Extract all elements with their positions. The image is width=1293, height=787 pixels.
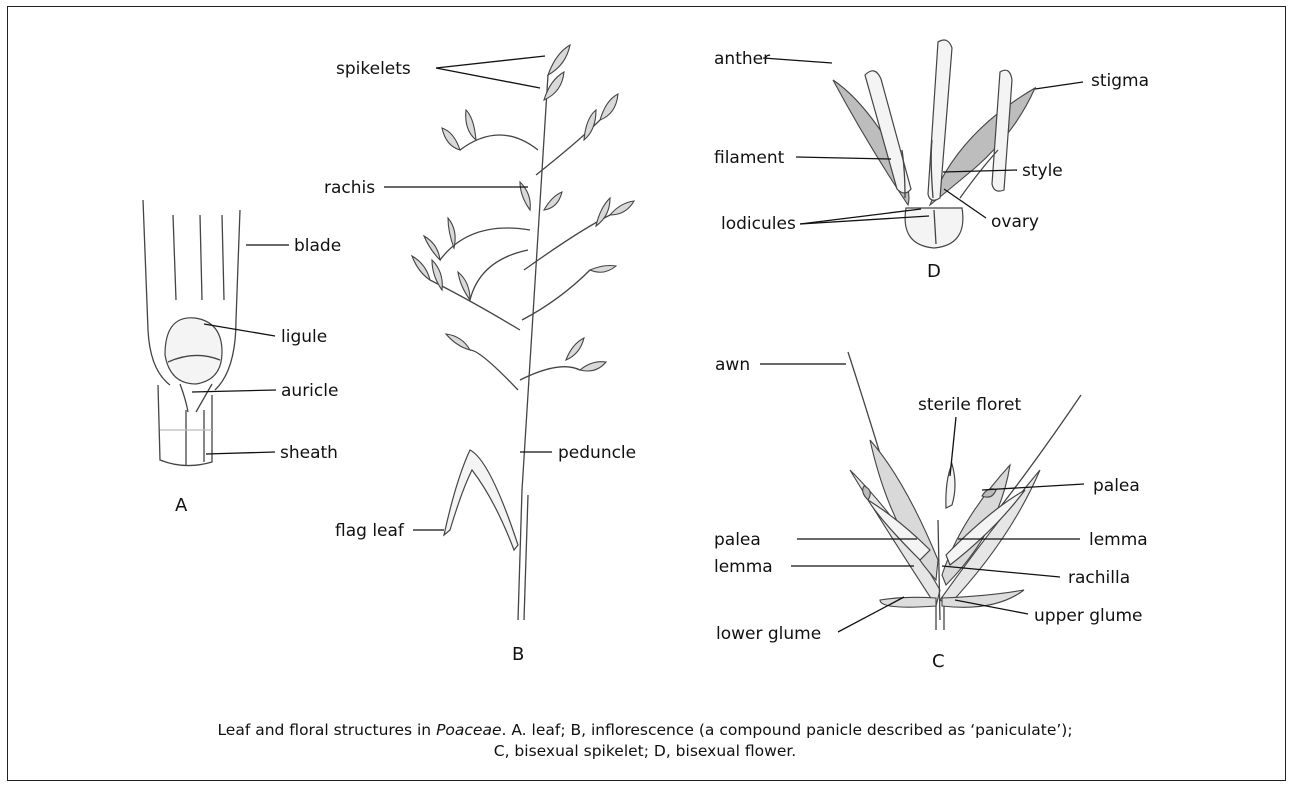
label-ligule: ligule [281,327,327,347]
label-ovary: ovary [991,212,1039,232]
label-rachis: rachis [324,178,375,198]
label-sterile-floret: sterile floret [918,395,1021,415]
label-lemma-right: lemma [1089,530,1148,550]
label-rachilla: rachilla [1068,568,1130,588]
label-sheath: sheath [280,443,338,463]
panel-letter-b: B [512,644,524,665]
figure-caption: Leaf and floral structures in Poaceae. A… [60,720,1230,762]
label-palea-right: palea [1093,476,1140,496]
caption-taxon: Poaceae [436,721,501,739]
label-stigma: stigma [1091,71,1149,91]
leader-stigma [1035,82,1083,89]
leader-lower-glume [838,597,904,632]
label-lower-glume: lower glume [716,624,821,644]
label-spikelets: spikelets [336,59,411,79]
label-auricle: auricle [281,381,338,401]
panel-b-inflorescence-drawing [412,45,634,620]
label-filament: filament [714,148,785,168]
label-blade: blade [294,236,341,256]
leader-auricle [192,390,276,392]
label-style: style [1022,161,1063,181]
label-peduncle: peduncle [558,443,636,463]
panel-letter-d: D [927,261,941,282]
panel-letter-a: A [175,495,188,516]
panel-a-leaf-drawing [143,200,240,466]
caption-part-1: Leaf and floral structures in [217,721,436,739]
label-awn: awn [715,355,750,375]
caption-line-2: C, bisexual spikelet; D, bisexual flower… [60,741,1230,762]
leader-spikelets-upper [436,56,545,68]
label-lodicules: lodicules [721,214,796,234]
leader-spikelets-lower [436,68,540,88]
panel-letter-c: C [932,651,945,672]
caption-line-1: Leaf and floral structures in Poaceae. A… [60,720,1230,741]
label-lemma-left: lemma [714,557,773,577]
label-flag-leaf: flag leaf [335,521,405,541]
leader-filament [796,157,891,159]
label-anther: anther [714,49,770,69]
leader-anther [763,58,832,63]
leader-lodicules-upper [800,209,921,224]
label-palea-left: palea [714,530,761,550]
caption-part-2: . A. leaf; B, inflorescence (a compound … [501,721,1072,739]
leader-sheath [206,452,275,454]
panel-c-spikelet-drawing [848,352,1081,630]
label-upper-glume: upper glume [1034,606,1143,626]
